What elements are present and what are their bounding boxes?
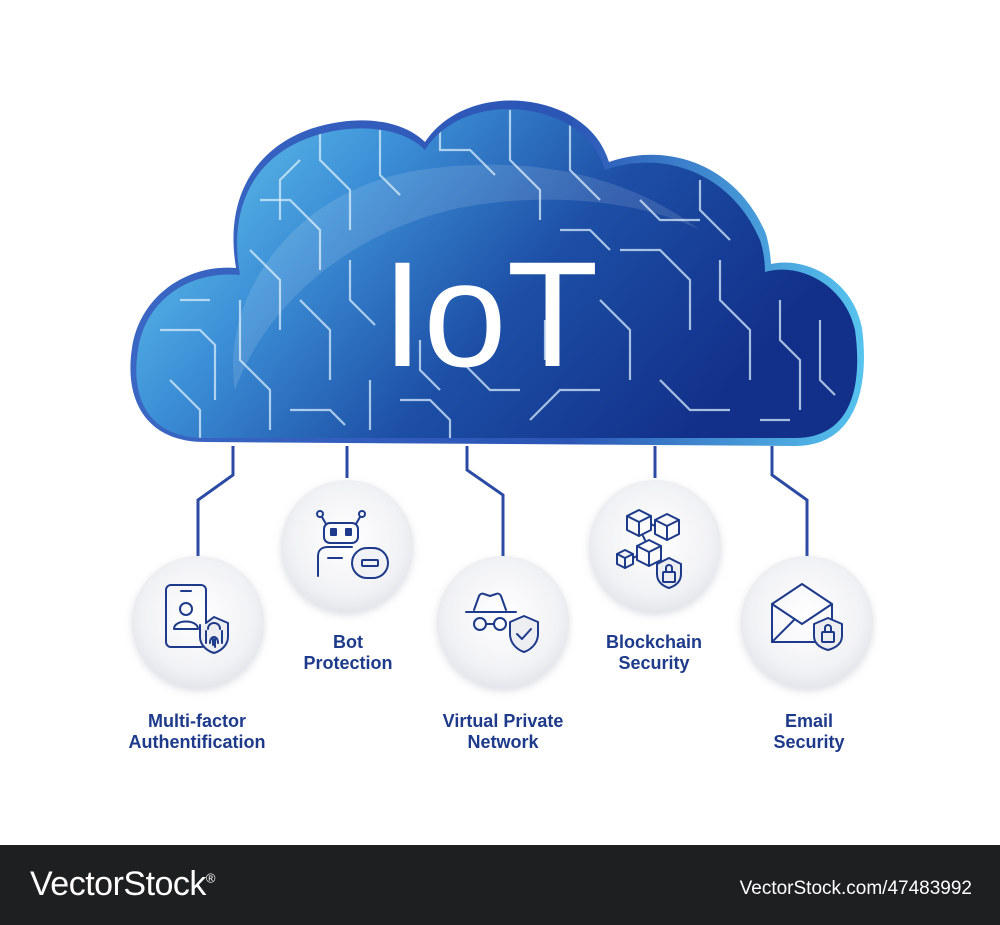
- label-bot: Bot Protection: [303, 632, 392, 674]
- label-mfa: Multi-factor Authentification: [129, 711, 266, 753]
- circle-blockchain: [589, 480, 721, 612]
- cloud-body: [136, 109, 858, 438]
- label-bot-line2: Protection: [303, 653, 393, 673]
- brand-reg: ®: [205, 870, 216, 886]
- label-email-line2: Security: [773, 732, 845, 752]
- envelope-lock-icon: [771, 583, 843, 651]
- cloud: IoT: [130, 100, 864, 446]
- robot-block-icon: [316, 510, 389, 579]
- brand-logo: VectorStock®: [30, 865, 216, 904]
- footer-bar: VectorStock® VectorStock.com/47483992: [0, 845, 1000, 925]
- label-mfa-line1: Multi-factor: [148, 711, 246, 731]
- brand-name: VectorStock: [30, 865, 206, 903]
- circle-mfa: [132, 556, 264, 688]
- label-mfa-line2: Authentification: [128, 732, 266, 752]
- iot-diagram: IoT: [129, 100, 873, 753]
- circuit-pattern: [160, 110, 836, 438]
- connector-email: [770, 446, 809, 558]
- cloud-title: IoT: [382, 230, 599, 398]
- label-blockchain-line1: Blockchain: [605, 632, 703, 652]
- blocks-lock-icon: [616, 509, 682, 589]
- cloud-gloss: [232, 164, 700, 390]
- diagram-canvas: IoT: [130, 100, 873, 688]
- label-email: Email Security: [773, 711, 844, 753]
- connector-mfa: [196, 446, 235, 558]
- circle-vpn: [437, 556, 569, 688]
- label-blockchain: Blockchain Security: [606, 632, 702, 674]
- label-email-line1: Email: [784, 711, 834, 731]
- circle-email: [741, 556, 873, 688]
- connector-vpn: [465, 446, 505, 558]
- label-vpn-line2: Network: [467, 732, 539, 752]
- label-bot-line1: Bot: [332, 632, 363, 652]
- label-vpn-line1: Virtual Private: [442, 711, 564, 731]
- label-blockchain-line2: Security: [618, 653, 690, 673]
- connectors: [196, 446, 809, 558]
- incognito-shield-icon: [465, 592, 539, 653]
- label-vpn: Virtual Private Network: [443, 711, 564, 753]
- phone-fingerprint-lock-icon: [165, 584, 229, 654]
- stock-id: VectorStock.com/47483992: [739, 878, 972, 899]
